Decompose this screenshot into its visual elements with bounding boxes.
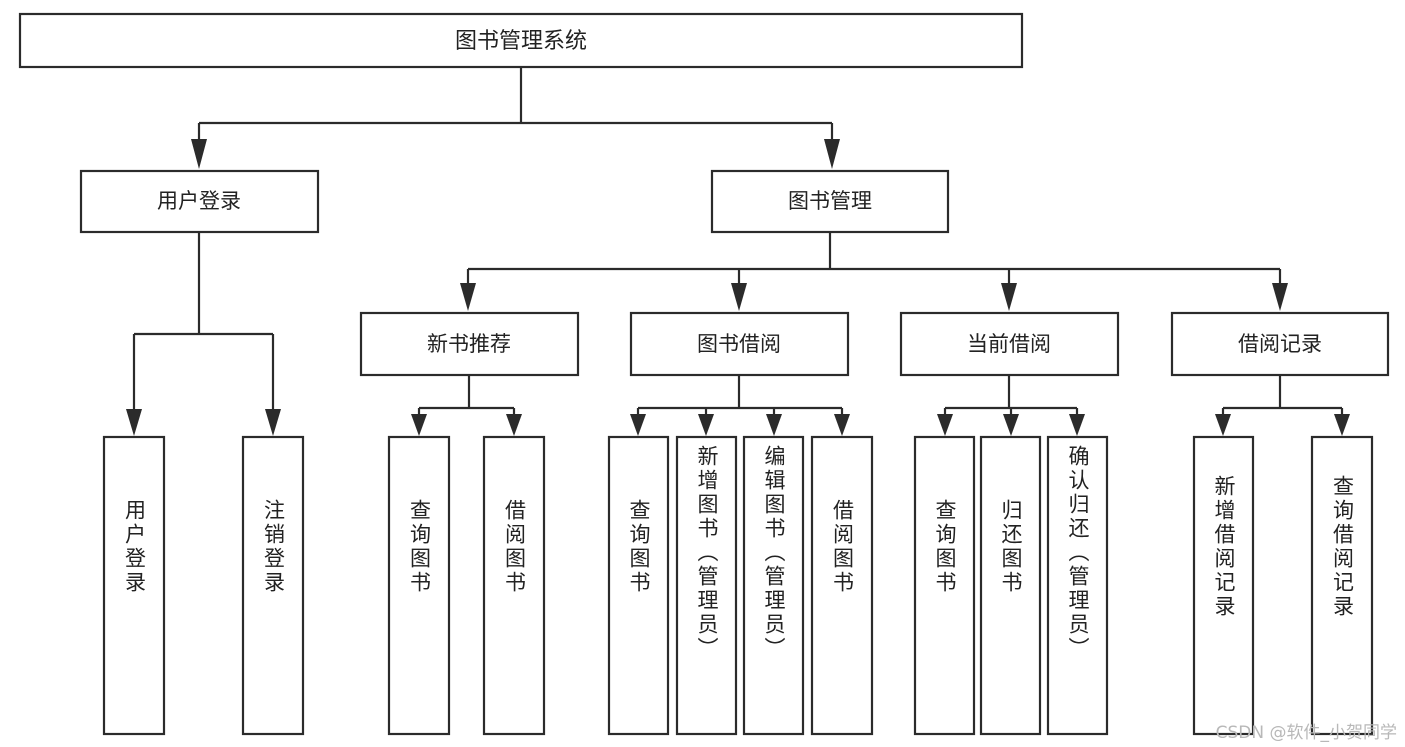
node-leaf-user-login-box[interactable] bbox=[102, 435, 166, 736]
node-borrow-record-label: 借阅记录 bbox=[1238, 332, 1322, 356]
arrow-head-current-borrow bbox=[1001, 283, 1017, 311]
arrow-head-new-book-rec bbox=[460, 283, 476, 311]
node-leaf-return-book-box[interactable] bbox=[979, 435, 1042, 736]
arrow-head-leaf-borrow-book-1 bbox=[506, 414, 522, 436]
arrow-head-leaf-add-book bbox=[698, 414, 714, 436]
node-leaf-query-book-2-box[interactable] bbox=[607, 435, 670, 736]
arrow-head-leaf-query-book-2 bbox=[630, 414, 646, 436]
arrow-head-leaf-return-book bbox=[1003, 414, 1019, 436]
arrow-head-leaf-user-login bbox=[126, 409, 142, 436]
node-leaf-borrow-book-2-box[interactable] bbox=[810, 435, 874, 736]
node-leaf-query-record-box[interactable] bbox=[1310, 435, 1374, 736]
node-book-borrow-label: 图书借阅 bbox=[697, 332, 781, 356]
node-leaf-logout-box[interactable] bbox=[241, 435, 305, 736]
node-leaf-add-record-box[interactable] bbox=[1192, 435, 1255, 736]
arrow-head-leaf-query-record bbox=[1334, 414, 1350, 436]
node-new-book-rec-box[interactable] bbox=[359, 311, 580, 377]
arrow-head-leaf-query-book-1 bbox=[411, 414, 427, 436]
arrow-head-borrow-record bbox=[1272, 283, 1288, 311]
arrow-head-leaf-query-book-3 bbox=[937, 414, 953, 436]
node-root-label: 图书管理系统 bbox=[455, 29, 587, 54]
node-leaf-edit-book-box[interactable] bbox=[742, 435, 805, 736]
arrow-head-book-manage bbox=[824, 139, 840, 169]
node-leaf-confirm-return-box[interactable] bbox=[1046, 435, 1109, 736]
arrow-head-leaf-confirm-return bbox=[1069, 414, 1085, 436]
node-book-manage-label: 图书管理 bbox=[788, 189, 872, 213]
node-leaf-add-book-box[interactable] bbox=[675, 435, 738, 736]
connector-layer bbox=[126, 67, 1350, 436]
node-layer: 图书管理系统 用户登录 图书管理 新书推荐 图书借阅 当前借阅 借阅记录 bbox=[18, 12, 1390, 736]
arrow-head-leaf-logout bbox=[265, 409, 281, 436]
arrow-head-leaf-edit-book bbox=[766, 414, 782, 436]
node-book-borrow-box[interactable] bbox=[629, 311, 850, 377]
node-new-book-rec-label: 新书推荐 bbox=[427, 332, 511, 356]
arrow-head-leaf-borrow-book-2 bbox=[834, 414, 850, 436]
node-current-borrow-label: 当前借阅 bbox=[967, 332, 1051, 356]
node-borrow-record-box[interactable] bbox=[1170, 311, 1390, 377]
node-leaf-borrow-book-1-box[interactable] bbox=[482, 435, 546, 736]
arrow-head-user-login bbox=[191, 139, 207, 169]
node-user-login-label: 用户登录 bbox=[157, 189, 241, 213]
node-book-manage-box[interactable] bbox=[710, 169, 950, 234]
node-leaf-query-book-1-box[interactable] bbox=[387, 435, 451, 736]
node-root-box[interactable] bbox=[18, 12, 1024, 69]
node-user-login-box[interactable] bbox=[79, 169, 320, 234]
arrow-head-leaf-add-record bbox=[1215, 414, 1231, 436]
node-current-borrow-box[interactable] bbox=[899, 311, 1120, 377]
node-leaf-query-book-3-box[interactable] bbox=[913, 435, 976, 736]
arrow-head-book-borrow bbox=[731, 283, 747, 311]
